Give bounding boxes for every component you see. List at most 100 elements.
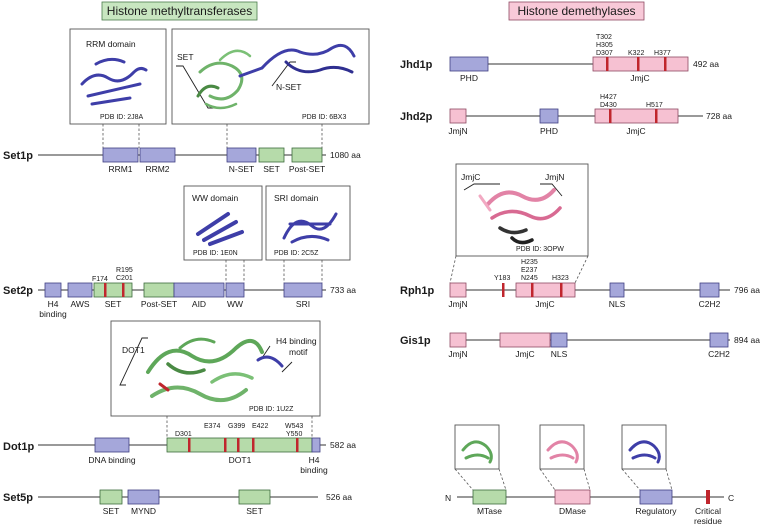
rph1p-nls-label: NLS bbox=[609, 299, 626, 309]
jhd1p-residue-label-d307: D307 bbox=[596, 50, 613, 57]
set2p-aid-label: AID bbox=[192, 299, 206, 309]
dot1p-residue-label-d301: D301 bbox=[175, 431, 192, 438]
set2p-structure-sri: SRI domain PDB ID: 2C5Z bbox=[265, 185, 351, 261]
set1p-rrm1-label: RRM1 bbox=[108, 164, 132, 174]
set2p-name: Set2p bbox=[3, 285, 33, 297]
jhd2p-residue-label-d430: D430 bbox=[600, 102, 617, 109]
dot1p-h4-label: H4 bbox=[309, 455, 320, 465]
rrm-structure-image bbox=[80, 57, 148, 106]
legend-dmase-label: DMase bbox=[559, 506, 586, 516]
dot1p-residue-label-e422: E422 bbox=[252, 423, 268, 430]
gis1p-jmjc bbox=[499, 332, 551, 348]
set2p-h4binding bbox=[44, 282, 62, 298]
set5p-set1-label: SET bbox=[103, 506, 120, 516]
structure-frame bbox=[171, 28, 370, 125]
jhd2p-phd-label: PHD bbox=[540, 126, 558, 136]
jhd1p-residue-label-t302: T302 bbox=[596, 34, 612, 41]
legend-mtase-label: MTase bbox=[477, 506, 502, 516]
jhd2p-length: 728 aa bbox=[706, 111, 732, 121]
h4-motif-label-2: motif bbox=[289, 347, 308, 357]
rph1p-structure-image bbox=[478, 188, 562, 245]
set2p-postset-label: Post-SET bbox=[141, 299, 177, 309]
dot1p-h4binding bbox=[311, 437, 321, 453]
set1p-nset bbox=[226, 147, 257, 163]
pdb-id-label: PDB ID: 1U2Z bbox=[249, 406, 294, 413]
dot1p-dot1-label: DOT1 bbox=[229, 455, 252, 465]
rph1p-residue-h235 bbox=[531, 283, 534, 297]
rph1p-jmjc bbox=[515, 282, 576, 298]
rph1p-jmjn-label: JmjN bbox=[448, 299, 467, 309]
legend-mtase-structure-image bbox=[461, 440, 493, 464]
legend-critical-residue-box bbox=[706, 490, 710, 504]
dot1p-residue-label-g399: G399 bbox=[228, 423, 245, 430]
set1p-zoom-lines bbox=[102, 124, 323, 148]
set1p-rrm2 bbox=[139, 147, 176, 163]
gis1p-nls-label: NLS bbox=[551, 349, 568, 359]
set5p-mynd bbox=[127, 489, 160, 505]
pdb-id-label: PDB ID: 2C5Z bbox=[274, 250, 319, 257]
nset-bracket bbox=[271, 61, 296, 87]
gis1p-jmjc-label: JmjC bbox=[515, 349, 534, 359]
nset-label: N-SET bbox=[276, 82, 302, 92]
jhd1p-residue-label-h377: H377 bbox=[654, 50, 671, 57]
jhd1p-name: Jhd1p bbox=[400, 59, 433, 71]
jhd2p-jmjc-label: JmjC bbox=[626, 126, 645, 136]
set-structure-image bbox=[196, 43, 356, 110]
set-bracket bbox=[176, 65, 215, 109]
set2p-postset bbox=[143, 282, 175, 298]
structure-frame bbox=[183, 185, 263, 261]
legend-residue-label: residue bbox=[694, 516, 722, 526]
dot1p-length: 582 aa bbox=[330, 440, 356, 450]
jhd1p-residue-label-h305: H305 bbox=[596, 42, 613, 49]
jmjc-bracket bbox=[463, 183, 500, 191]
set1p-set bbox=[258, 147, 285, 163]
dot1p-binding-label: binding bbox=[300, 465, 328, 475]
gis1p-c2h2-label: C2H2 bbox=[708, 349, 730, 359]
set2p-sri-label: SRI bbox=[296, 299, 310, 309]
legend-dmase-structure-image bbox=[546, 440, 579, 464]
set5p-name: Set5p bbox=[3, 492, 33, 504]
rph1p-length: 796 aa bbox=[734, 285, 760, 295]
jmjn-bracket bbox=[540, 183, 563, 197]
structure-frame bbox=[455, 163, 589, 257]
set2p-ww bbox=[225, 282, 245, 298]
jhd2p-name: Jhd2p bbox=[400, 111, 433, 123]
jhd2p-residue-h517 bbox=[655, 109, 658, 123]
pdb-id-label: PDB ID: 3OPW bbox=[516, 246, 564, 253]
structure-title: SRI domain bbox=[274, 193, 319, 203]
set2p-structure-ww: WW domain PDB ID: 1E0N bbox=[183, 185, 263, 261]
gis1p-nls bbox=[550, 332, 568, 348]
structure-title: RRM domain bbox=[86, 39, 136, 49]
dot1p-residue-label-y550: Y550 bbox=[286, 431, 302, 438]
set1p-rrm1 bbox=[102, 147, 139, 163]
set2p-h4-label: H4 bbox=[48, 299, 59, 309]
set2p-aws bbox=[67, 282, 93, 298]
rph1p-residue-label-y183: Y183 bbox=[494, 275, 510, 282]
jhd1p-phd-label: PHD bbox=[460, 73, 478, 83]
dot1p-dnabinding bbox=[94, 437, 130, 453]
dot1p-zoom-lines bbox=[166, 416, 313, 438]
rph1p-residue-y183 bbox=[502, 283, 505, 297]
dot1p-name: Dot1p bbox=[3, 441, 34, 453]
dot1-structure-image bbox=[146, 337, 284, 402]
set2p-sri bbox=[283, 282, 323, 298]
set1p-nset-label: N-SET bbox=[229, 164, 255, 174]
set2p-residue-r195 bbox=[122, 283, 125, 297]
dot1p-residue-label-w543: W543 bbox=[285, 423, 303, 430]
gis1p-c2h2 bbox=[709, 332, 729, 348]
legend-dmase-box bbox=[554, 489, 591, 505]
jhd1p-length: 492 aa bbox=[693, 59, 719, 69]
legend-c-terminus: C bbox=[728, 493, 734, 503]
jmjc-label: JmjC bbox=[461, 172, 480, 182]
legend: N C MTase DMase Regulatory Critical resi… bbox=[445, 424, 734, 526]
set1p-postset bbox=[291, 147, 323, 163]
jhd2p-residue-label-h517: H517 bbox=[646, 102, 663, 109]
rph1p-residue-label-h323: H323 bbox=[552, 275, 569, 282]
rph1p-residue-label-h235: H235 bbox=[521, 259, 538, 266]
set2p-residue-label-r195: R195 bbox=[116, 267, 133, 274]
structure-frame bbox=[69, 28, 167, 125]
jhd1p-residue-t302 bbox=[606, 57, 609, 71]
legend-regulatory-label: Regulatory bbox=[635, 506, 677, 516]
set5p-set1 bbox=[99, 489, 123, 505]
